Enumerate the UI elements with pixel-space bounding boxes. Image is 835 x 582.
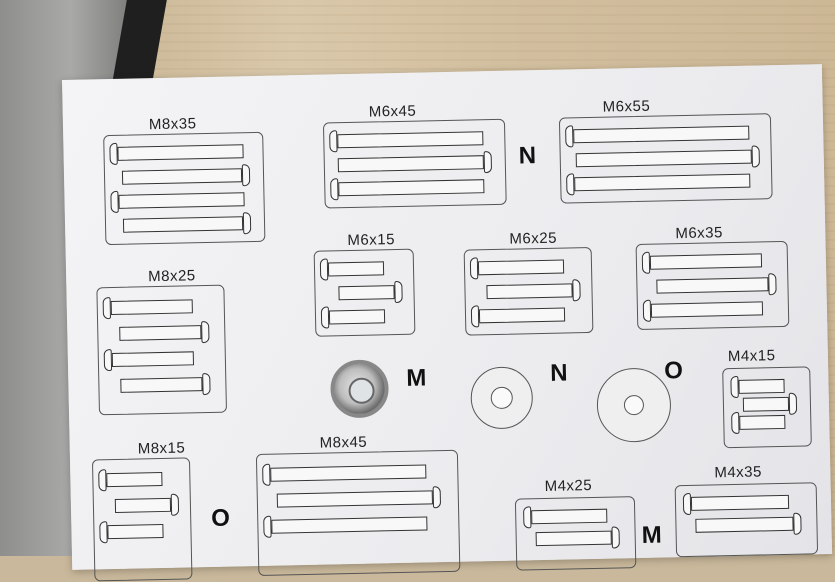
bolt-icon	[121, 164, 256, 189]
bolt-icon	[338, 280, 408, 304]
bolt-icon	[641, 249, 768, 274]
nut-m-icon	[329, 359, 390, 419]
bolt-icon	[656, 273, 782, 298]
hardware-card: M8x35 M6x45 N M6x55 M6x15 M6x25	[62, 64, 833, 582]
bolt-label-m6x35: M6x35	[675, 224, 724, 243]
bolt-icon	[99, 520, 169, 544]
bolt-icon	[642, 297, 769, 322]
bolt-label-m6x55: M6x55	[602, 97, 651, 116]
bolt-label-m6x45: M6x45	[368, 102, 417, 121]
bolt-icon	[695, 512, 807, 536]
bolt-icon	[119, 320, 215, 345]
washer-o-icon	[596, 367, 672, 443]
washer-n-icon	[470, 366, 534, 430]
bolt-icon	[330, 175, 490, 201]
bolt-icon	[565, 121, 755, 148]
bolt-icon	[535, 526, 625, 550]
letter-n-top: N	[518, 142, 537, 170]
bolt-icon	[103, 347, 200, 372]
bolt-icon	[319, 257, 390, 281]
bolt-icon	[262, 460, 432, 486]
bolt-label-m8x35: M8x35	[148, 115, 197, 134]
bolt-icon	[486, 279, 586, 303]
bolt-icon	[337, 151, 498, 176]
bolt-icon	[329, 127, 489, 153]
bolt-icon	[114, 493, 185, 517]
bolt-icon	[120, 372, 216, 397]
bolt-icon	[98, 468, 168, 492]
letter-n-washer: N	[549, 359, 568, 387]
letter-o-bottom: O	[210, 504, 231, 532]
bolt-label-m4x25: M4x25	[544, 476, 593, 495]
letter-m-bottom: M	[641, 521, 662, 549]
bolt-label-m6x15: M6x15	[347, 231, 396, 250]
bolt-label-m4x35: M4x35	[714, 463, 763, 482]
bolt-icon	[110, 188, 250, 214]
bolt-icon	[469, 255, 570, 280]
bolt-label-m8x15: M8x15	[137, 439, 186, 458]
bolt-icon	[523, 505, 613, 529]
bolt-icon	[263, 512, 433, 538]
bolt-label-m4x15: M4x15	[727, 347, 776, 366]
bolt-icon	[731, 411, 791, 435]
bolt-icon	[470, 303, 571, 328]
bolt-label-m8x25: M8x25	[147, 267, 196, 286]
bolt-icon	[575, 145, 766, 171]
bolt-icon	[276, 486, 447, 512]
letter-o-washer: O	[663, 357, 684, 385]
bolt-icon	[320, 305, 391, 329]
letter-m-nut: M	[406, 364, 427, 392]
bolt-label-m8x45: M8x45	[319, 433, 368, 452]
bolt-label-m6x25: M6x25	[509, 229, 558, 248]
bolt-icon	[566, 169, 756, 196]
bolt-icon	[109, 140, 249, 166]
bolt-icon	[682, 491, 795, 516]
bolt-icon	[122, 212, 257, 237]
bolt-icon	[102, 295, 199, 320]
